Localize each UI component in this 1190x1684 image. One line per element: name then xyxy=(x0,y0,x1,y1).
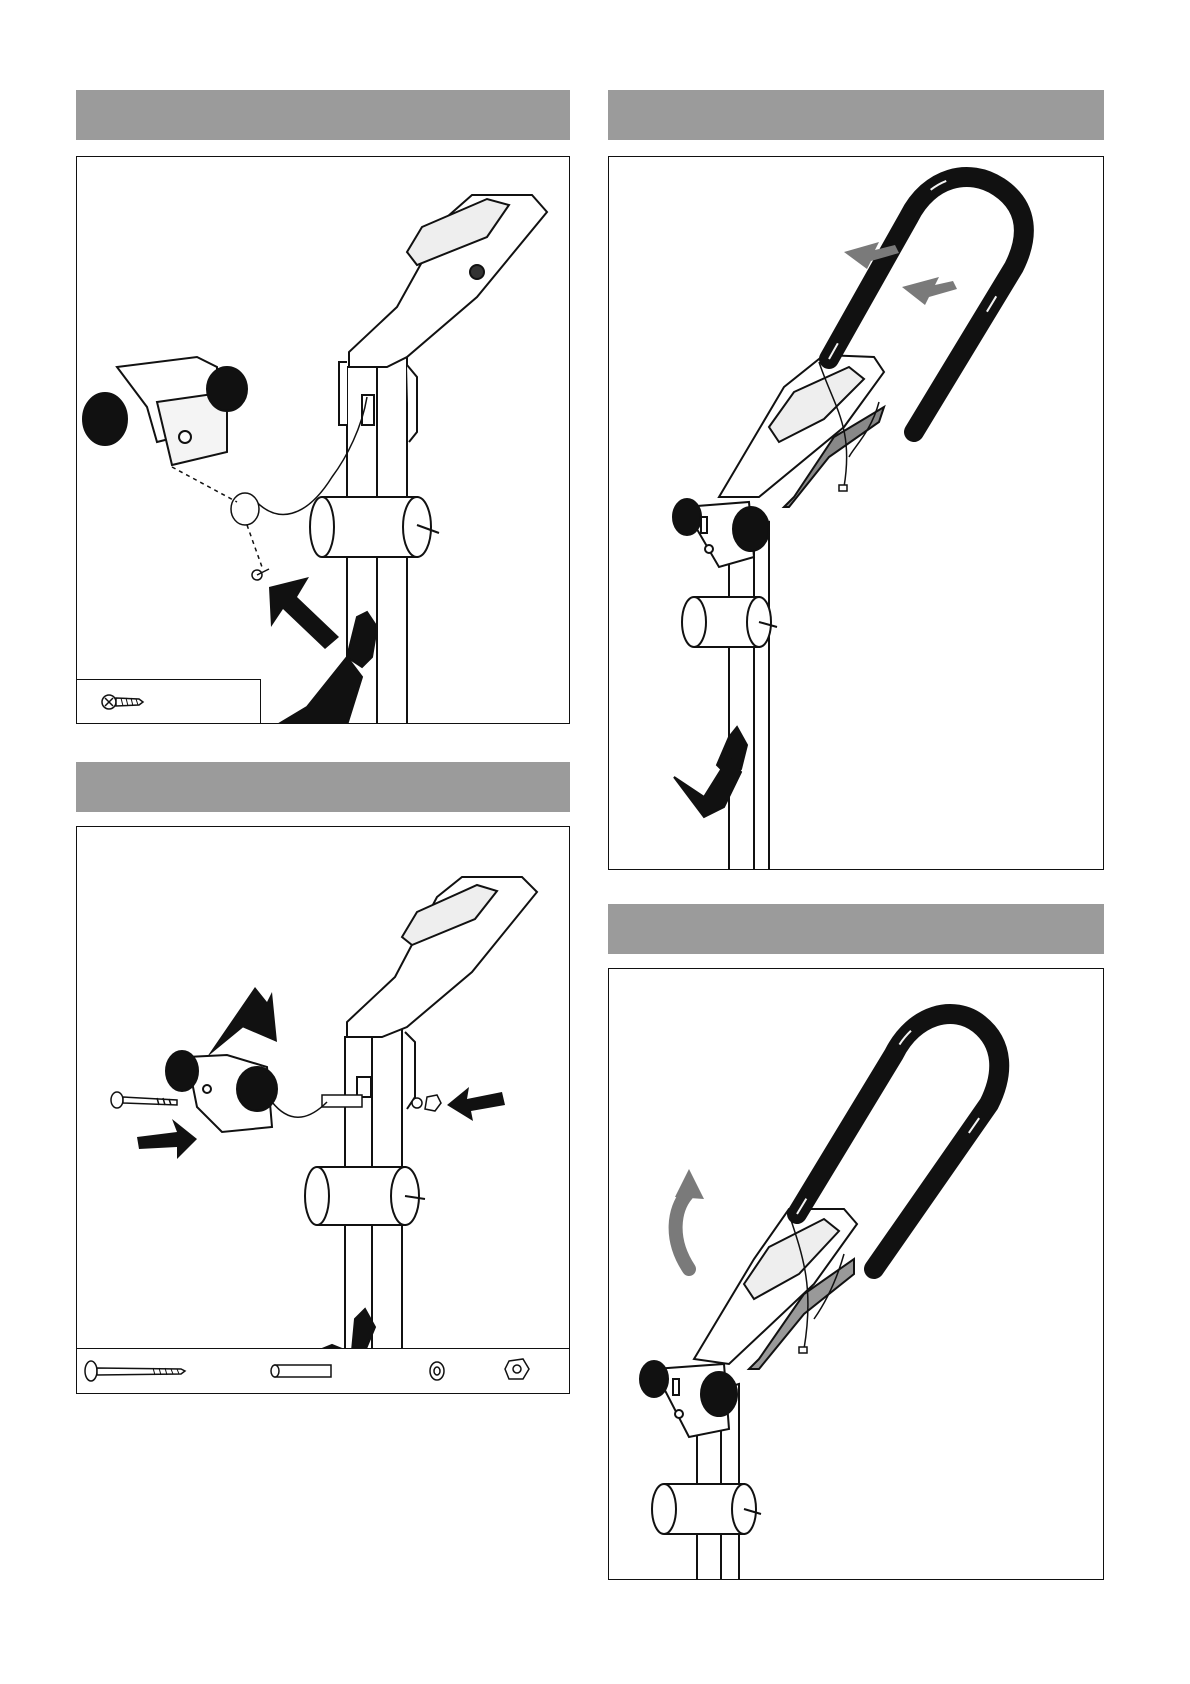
rotation-arrow xyxy=(676,1194,689,1269)
step-1-parts-box xyxy=(77,679,261,723)
direction-arrow xyxy=(447,1087,505,1121)
step-2-header xyxy=(608,90,1104,140)
direction-arrow xyxy=(137,1119,197,1159)
direction-arrow xyxy=(902,277,957,305)
direction-arrow xyxy=(207,987,277,1057)
washer-icon xyxy=(417,1349,457,1393)
console-head xyxy=(694,1209,857,1369)
console-head xyxy=(349,195,547,367)
step-1-illustration xyxy=(76,156,570,724)
small-screw xyxy=(252,569,269,580)
screw-icon xyxy=(77,680,261,724)
knob-unit xyxy=(83,357,247,465)
spacer-sleeve xyxy=(322,1095,362,1107)
sensor-cable xyxy=(272,1102,327,1117)
console-head xyxy=(719,355,884,507)
console-head xyxy=(347,877,537,1037)
direction-arrow xyxy=(269,577,339,649)
step-3-illustration xyxy=(76,826,570,1394)
upright-post xyxy=(729,522,769,870)
roller-cylinder xyxy=(310,497,439,557)
knob-unit xyxy=(640,1361,737,1437)
post-bracket xyxy=(357,1032,415,1109)
nut-icon xyxy=(497,1349,537,1393)
roller-cylinder xyxy=(652,1484,761,1534)
knob-unit xyxy=(166,1051,277,1132)
knob-unit xyxy=(673,499,769,567)
nut xyxy=(425,1095,441,1111)
step-4-illustration xyxy=(608,968,1104,1580)
direction-arrow xyxy=(675,1169,704,1199)
roller-cylinder xyxy=(305,1167,425,1225)
step-1-header xyxy=(76,90,570,140)
spacer-sleeve-icon xyxy=(267,1349,347,1393)
step-3-header xyxy=(76,762,570,812)
step-2-illustration xyxy=(608,156,1104,870)
step-4-header xyxy=(608,904,1104,954)
step-3-parts-strip xyxy=(77,1348,569,1393)
washer xyxy=(412,1098,422,1108)
pedal-crank xyxy=(674,727,747,817)
carriage-bolt xyxy=(111,1092,177,1108)
carriage-bolt-icon xyxy=(81,1349,191,1393)
roller-cylinder xyxy=(682,597,777,647)
